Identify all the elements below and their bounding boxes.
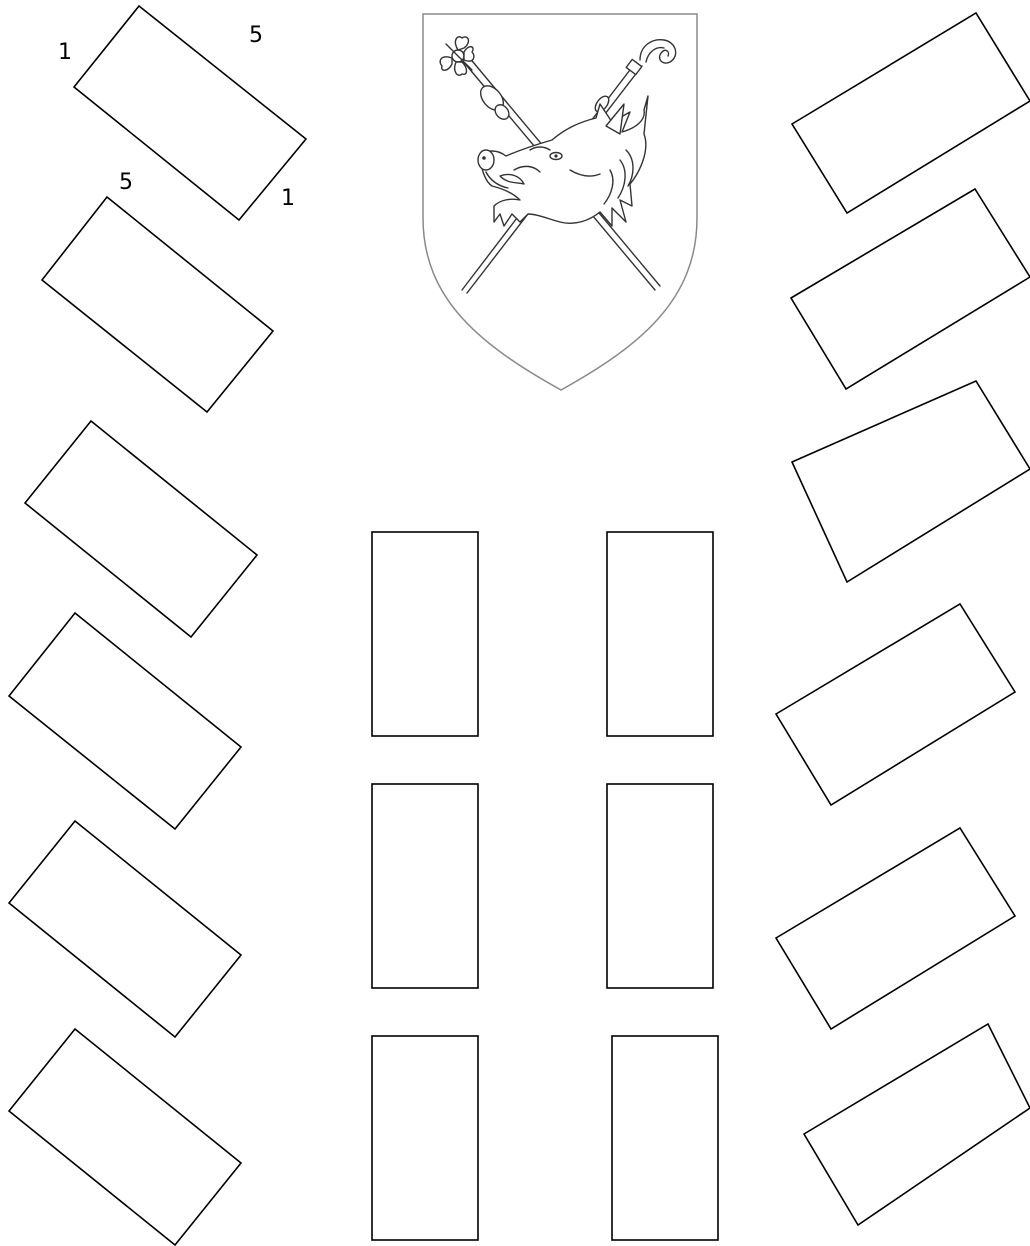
center-box-right-1: [607, 532, 713, 736]
center-box-right-2: [607, 784, 713, 988]
center-box-left-2: [372, 784, 478, 988]
center-box-right-3: [612, 1036, 718, 1240]
right-box-2: [791, 189, 1030, 389]
corner-label-bottom: 1: [281, 186, 295, 211]
left-box-5: [9, 821, 241, 1037]
right-box-1: [792, 13, 1030, 213]
center-box-left-1: [372, 532, 478, 736]
coat-of-arms-icon: [423, 14, 697, 390]
left-box-6: [9, 1029, 241, 1245]
corner-label-left: 1: [58, 40, 72, 65]
corner-label-top: 5: [249, 23, 263, 48]
left-box-2: [42, 197, 273, 412]
left-box-4: [9, 613, 241, 829]
left-box-3: [25, 421, 257, 637]
right-box-3: [792, 381, 1030, 582]
left-box-1: [74, 6, 306, 220]
right-box-6: [804, 1024, 1030, 1225]
corner-label-second-box: 5: [119, 170, 133, 195]
center-box-left-3: [372, 1036, 478, 1240]
right-box-5: [776, 828, 1015, 1029]
right-box-4: [776, 604, 1015, 805]
